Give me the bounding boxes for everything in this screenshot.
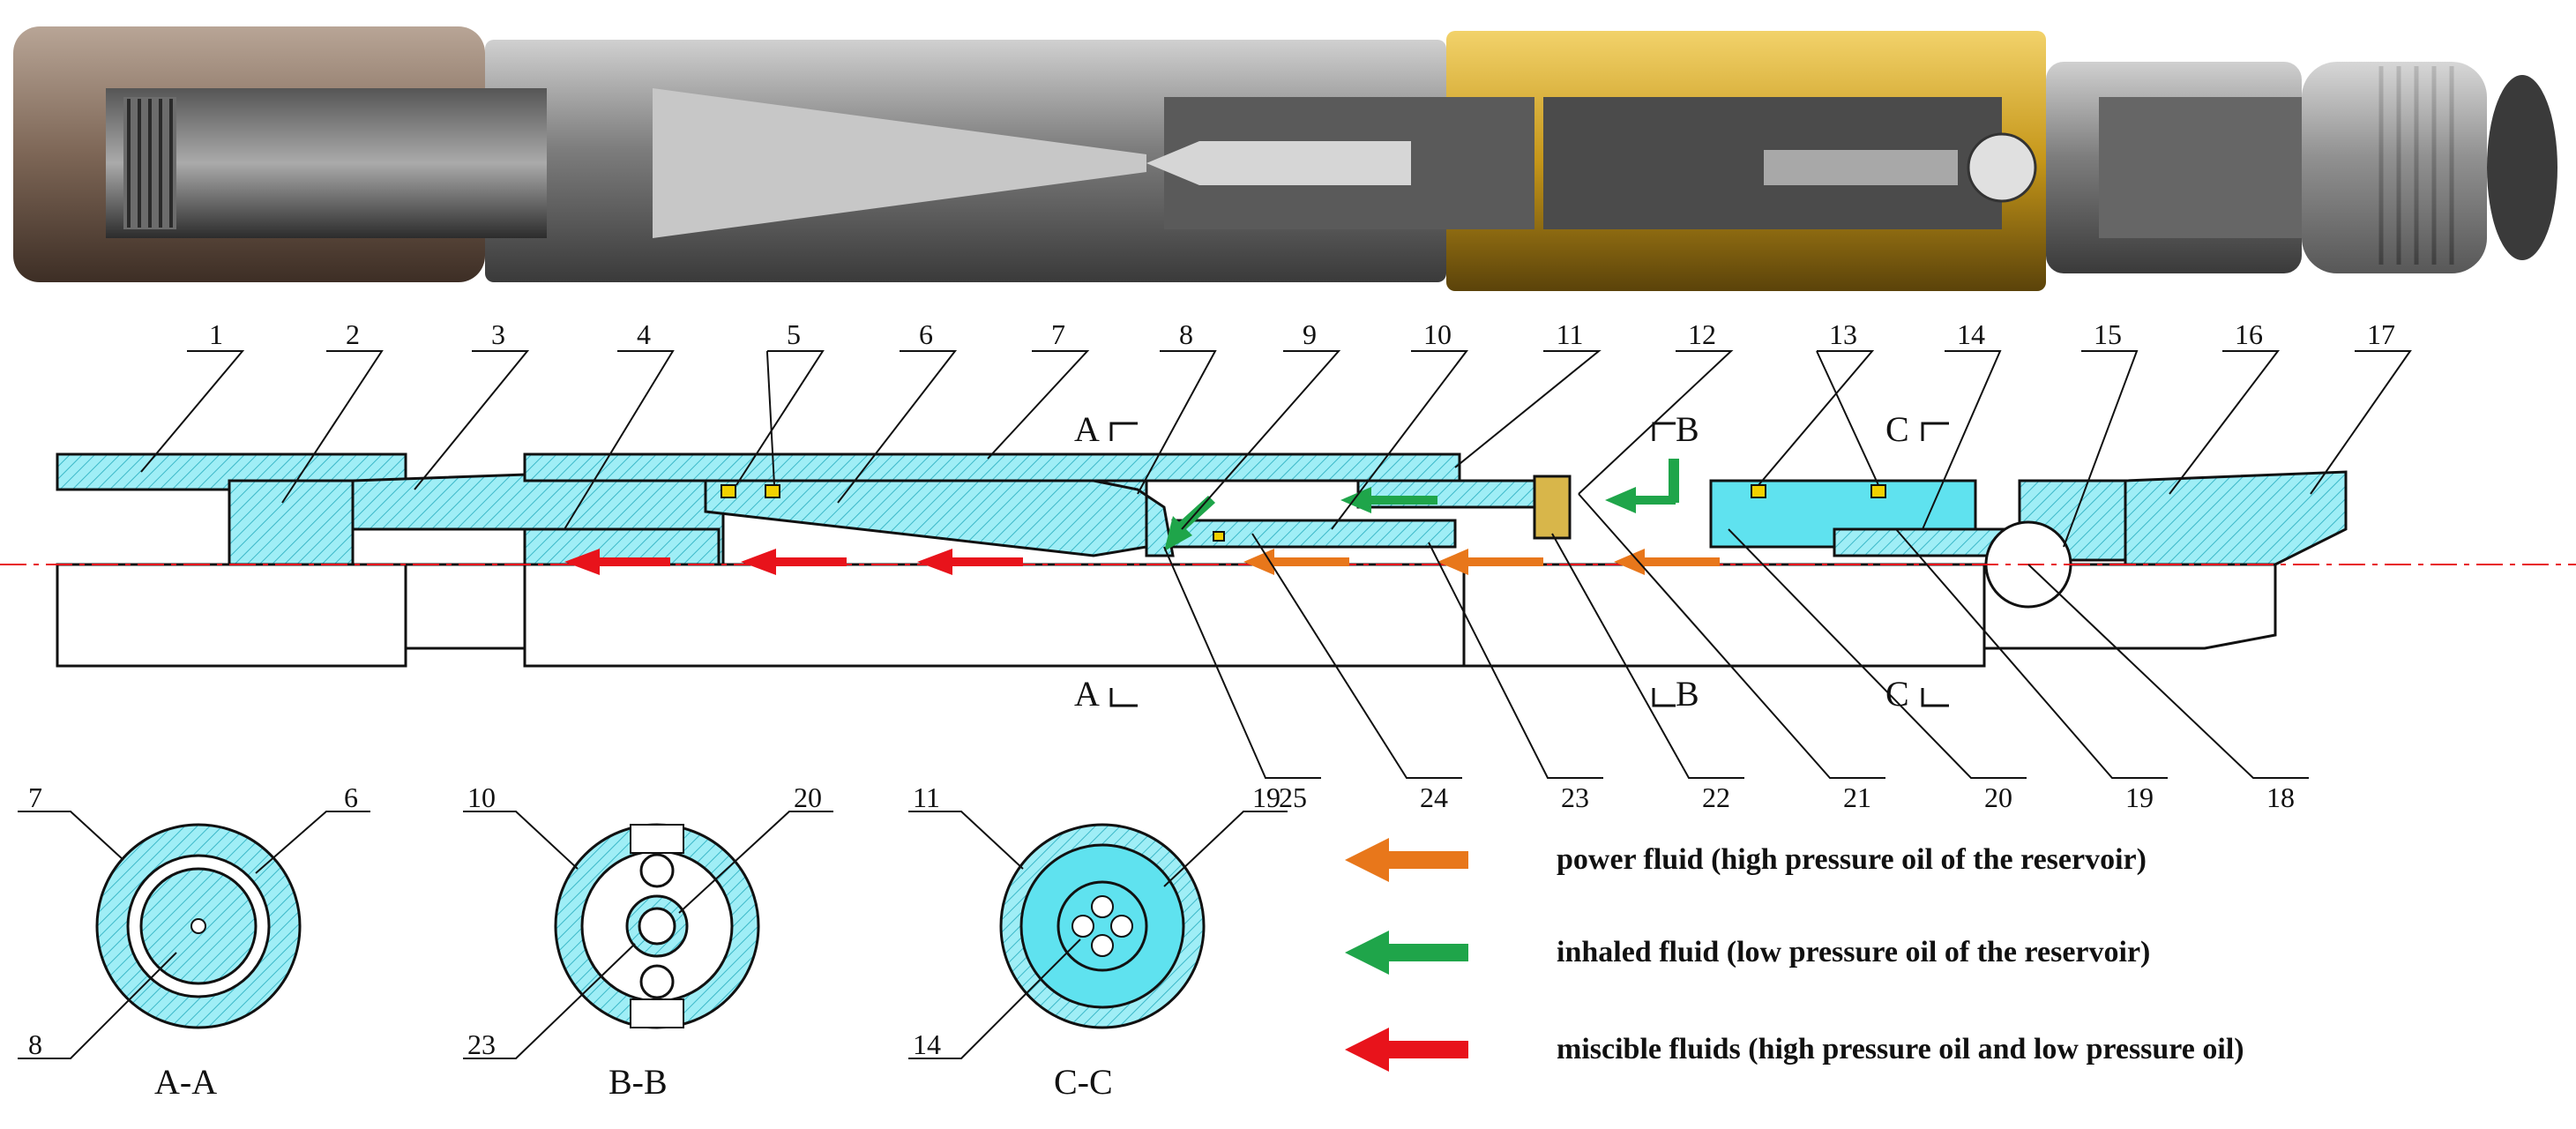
part-label-18: 18 [2266, 781, 2295, 813]
xs-c-title: C-C [1054, 1062, 1113, 1102]
section-marker-b-bottom: B [1676, 674, 1699, 714]
render-diffuser [653, 88, 1146, 238]
outline-left-body [56, 563, 407, 668]
hatch-part-17 [2124, 470, 2348, 566]
legend-label-power: power fluid (high pressure oil of the re… [1557, 843, 2147, 876]
part-label-16: 16 [2235, 318, 2263, 350]
part-label-7: 7 [1051, 318, 1065, 350]
render-stem [1764, 150, 1958, 185]
xs-b-label-1: 10 [467, 781, 496, 813]
hatch-part-7 [523, 452, 1461, 482]
cross-section-a: 7 6 8 A-A [18, 781, 370, 1102]
part-label-1: 1 [209, 318, 223, 350]
part-label-5: 5 [787, 318, 801, 350]
outline-neck [404, 563, 526, 650]
part-label-4: 4 [637, 318, 651, 350]
hatch-part-2 [228, 479, 355, 566]
part-label-22: 22 [1702, 781, 1730, 813]
render-bore-left [106, 88, 547, 238]
xs-c-label-1: 11 [913, 781, 940, 813]
flow-arrows [564, 459, 1720, 575]
xs-b-label-2: 20 [794, 781, 822, 813]
xs-c-label-3: 14 [913, 1028, 941, 1060]
part-label-23: 23 [1561, 781, 1589, 813]
outline-mid-body [523, 563, 1466, 668]
section-drawing: A A B B C C [0, 409, 2576, 714]
part-label-2: 2 [346, 318, 360, 350]
upper-leaders [140, 350, 2412, 548]
lower-leaders [1163, 493, 2309, 779]
render-right-bore [2099, 97, 2302, 238]
miscible-arrows [564, 549, 1023, 575]
part-label-3: 3 [491, 318, 505, 350]
power-arrows [1243, 549, 1720, 575]
section-marker-a-top: A [1074, 409, 1100, 449]
legend: power fluid (high pressure oil of the re… [1345, 838, 2244, 1072]
xs-a-title: A-A [154, 1062, 217, 1102]
render-end-cap [2302, 62, 2487, 273]
section-cut-lines [1109, 422, 1949, 707]
part-label-14: 14 [1957, 318, 1985, 350]
part-label-25: 25 [1279, 781, 1307, 813]
render-thread-left [123, 97, 176, 229]
section-marker-a-bottom: A [1074, 674, 1100, 714]
hatch-part-8 [1093, 479, 1175, 557]
part-label-17: 17 [2367, 318, 2395, 350]
section-marker-c-top: C [1885, 409, 1909, 449]
legend-item-inhaled: inhaled fluid (low pressure oil of the r… [1345, 931, 2150, 975]
part-label-19: 19 [2125, 781, 2154, 813]
cross-section-b: 10 20 23 B-B [463, 781, 833, 1102]
part-label-13: 13 [1829, 318, 1857, 350]
part-label-10: 10 [1423, 318, 1452, 350]
xs-a-label-1: 7 [28, 781, 42, 813]
part-label-15: 15 [2094, 318, 2122, 350]
part-label-21: 21 [1843, 781, 1871, 813]
part-label-8: 8 [1179, 318, 1193, 350]
xs-c-label-2: 19 [1252, 781, 1281, 813]
inhaled-arrows [1164, 459, 1679, 551]
pump-render [13, 26, 2557, 291]
outline-right-body [1462, 563, 1986, 668]
hatch-part-6 [704, 479, 1148, 557]
section-marker-b-top: B [1676, 409, 1699, 449]
render-nozzle-tip [1146, 141, 1411, 185]
part-label-24: 24 [1420, 781, 1448, 813]
render-ball [1967, 132, 2037, 203]
legend-label-inhaled: inhaled fluid (low pressure oil of the r… [1557, 936, 2150, 968]
part-label-11: 11 [1557, 318, 1584, 350]
legend-item-miscible: miscible fluids (high pressure oil and l… [1345, 1028, 2244, 1072]
render-end-opening [2487, 75, 2557, 260]
xs-a-label-2: 6 [344, 781, 358, 813]
part-label-6: 6 [919, 318, 933, 350]
legend-label-miscible: miscible fluids (high pressure oil and l… [1557, 1033, 2244, 1065]
part-label-9: 9 [1303, 318, 1317, 350]
cross-section-c: 11 19 14 C-C [908, 781, 1288, 1102]
legend-item-power: power fluid (high pressure oil of the re… [1345, 838, 2147, 882]
xs-a-label-3: 8 [28, 1028, 42, 1060]
xs-b-title: B-B [609, 1062, 668, 1102]
xs-b-label-3: 23 [467, 1028, 496, 1060]
part-label-20: 20 [1984, 781, 2012, 813]
part-label-12: 12 [1688, 318, 1716, 350]
hatch-part-21 [1533, 475, 1572, 540]
lower-part-labels: 25 24 23 22 21 20 19 18 [1279, 781, 2295, 813]
